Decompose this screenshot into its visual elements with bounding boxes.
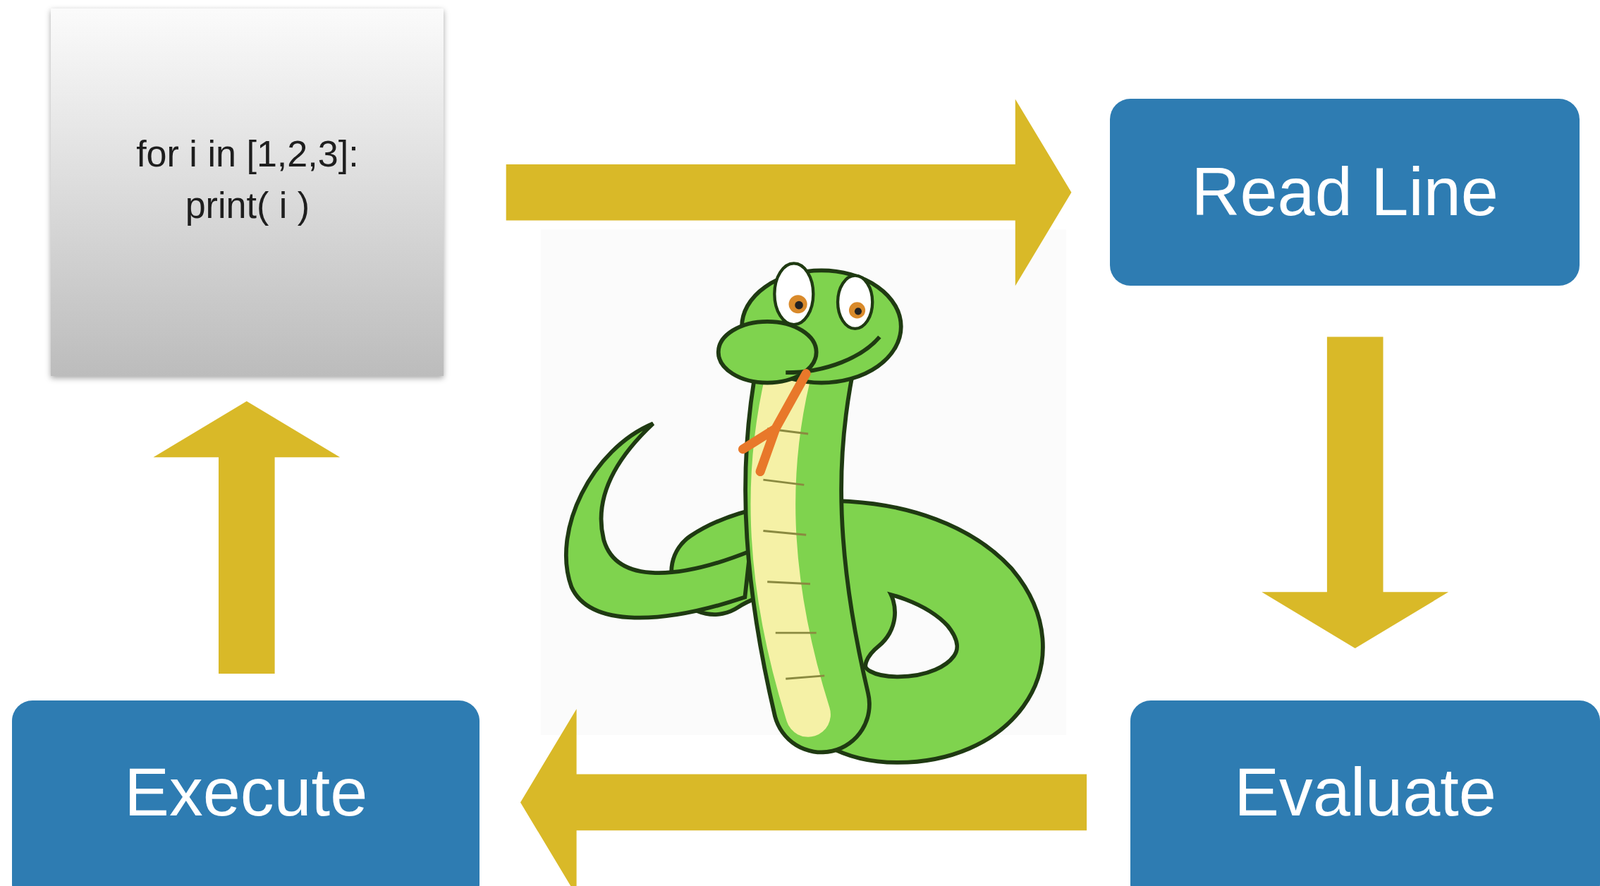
snake-iris bbox=[789, 294, 808, 314]
code-box: for i in [1,2,3]:print( i ) bbox=[50, 8, 444, 376]
code-line: print( i ) bbox=[185, 179, 311, 231]
step-label: Read Line bbox=[1191, 151, 1499, 234]
snake-iris bbox=[849, 301, 866, 319]
snake-eye bbox=[837, 275, 873, 329]
illustration-backdrop bbox=[540, 229, 1067, 735]
code-line: for i in [1,2,3]: bbox=[136, 128, 359, 180]
snake-pupil bbox=[854, 307, 862, 315]
flow-arrow bbox=[506, 98, 1072, 286]
process-box: Evaluate bbox=[1130, 700, 1600, 886]
flow-arrow bbox=[153, 401, 340, 674]
snake-tail bbox=[566, 423, 751, 618]
step-label: Evaluate bbox=[1234, 751, 1497, 834]
step-label: Execute bbox=[124, 751, 368, 834]
process-box: Read Line bbox=[1109, 98, 1580, 286]
snake-eye bbox=[774, 263, 814, 325]
flow-arrow bbox=[1261, 337, 1449, 649]
belly-scales bbox=[762, 428, 825, 680]
process-box: Execute bbox=[11, 700, 480, 886]
snake-tongue bbox=[742, 373, 806, 472]
snake-pupil bbox=[794, 301, 804, 310]
flow-arrow bbox=[520, 708, 1087, 886]
snake-smile bbox=[785, 337, 880, 374]
